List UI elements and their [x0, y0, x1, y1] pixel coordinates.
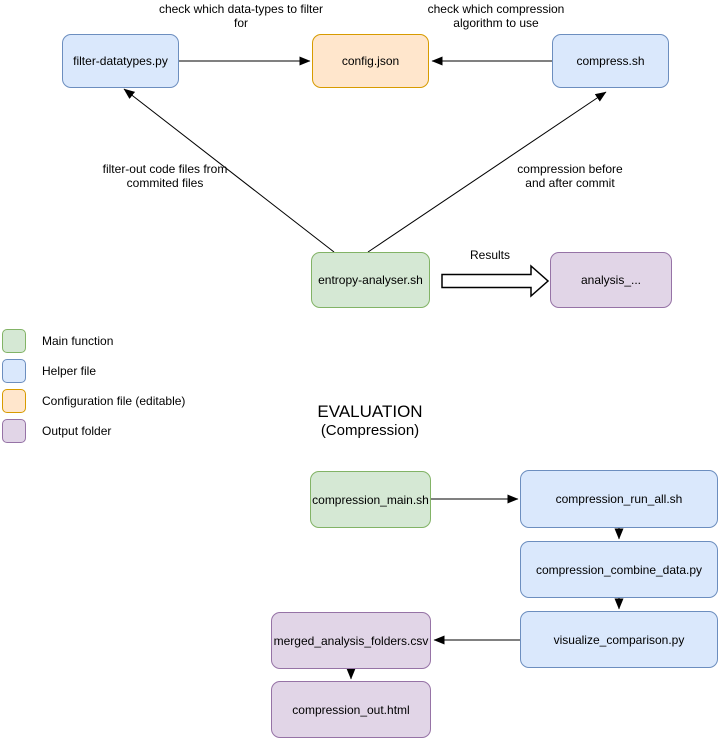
node-visualize-comparison: visualize_comparison.py [520, 611, 718, 668]
node-label: entropy-analyser.sh [318, 273, 423, 287]
legend-swatch-configuration-file [2, 389, 26, 413]
edge-label-datatypes-to-config: check which data-types to filter for [158, 2, 324, 30]
node-compression-run-all: compression_run_all.sh [520, 470, 718, 528]
node-label: compression_out.html [292, 702, 410, 717]
node-label: analysis_... [580, 273, 642, 287]
node-label: visualize_comparison.py [553, 632, 685, 647]
section-title-line1: EVALUATION [317, 402, 423, 421]
node-compression-main: compression_main.sh [310, 471, 431, 528]
legend-item-configuration-file: Configuration file (editable) [2, 389, 185, 413]
node-label: compression_main.sh [312, 492, 429, 507]
legend-swatch-main-function [2, 329, 26, 353]
legend-item-helper-file: Helper file [2, 359, 96, 383]
edge-label-results: Results [469, 248, 511, 262]
node-label: merged_analysis_folders.csv [273, 633, 429, 648]
legend-label: Configuration file (editable) [42, 394, 186, 408]
section-title: EVALUATION (Compression) [250, 402, 490, 441]
node-compression-out: compression_out.html [271, 681, 431, 738]
legend-swatch-output-folder [2, 419, 26, 443]
node-compress-sh: compress.sh [552, 34, 669, 88]
legend-item-output-folder: Output folder [2, 419, 111, 443]
node-label: filter-datatypes.py [73, 54, 168, 68]
node-config-json: config.json [312, 34, 429, 88]
edge-label-entropy-to-compress: compression before and after commit [517, 162, 623, 190]
node-label: compression_run_all.sh [555, 492, 683, 506]
edge-label-compress-to-config: check which compression algorithm to use [427, 2, 565, 30]
edge-label-entropy-to-filter: filter-out code files from commited file… [102, 162, 228, 190]
legend-label: Output folder [42, 424, 112, 438]
node-entropy-analyser: entropy-analyser.sh [311, 252, 430, 308]
edge-entropy-to-compress [367, 91, 607, 253]
legend-label: Main function [42, 334, 114, 348]
edge-entropy-to-filter [123, 88, 335, 253]
node-merged-analysis-folders: merged_analysis_folders.csv [271, 612, 431, 669]
section-title-line2: (Compression) [320, 422, 420, 440]
results-block-arrow [441, 264, 550, 298]
legend-item-main-function: Main function [2, 329, 113, 353]
legend-label: Helper file [42, 364, 97, 378]
node-compression-combine-data: compression_combine_data.py [520, 541, 718, 598]
node-label: compression_combine_data.py [535, 562, 703, 577]
node-label: compress.sh [576, 54, 645, 68]
legend-swatch-helper-file [2, 359, 26, 383]
node-label: config.json [341, 54, 400, 68]
node-filter-datatypes: filter-datatypes.py [62, 34, 179, 88]
node-analysis-output: analysis_... [550, 252, 672, 308]
